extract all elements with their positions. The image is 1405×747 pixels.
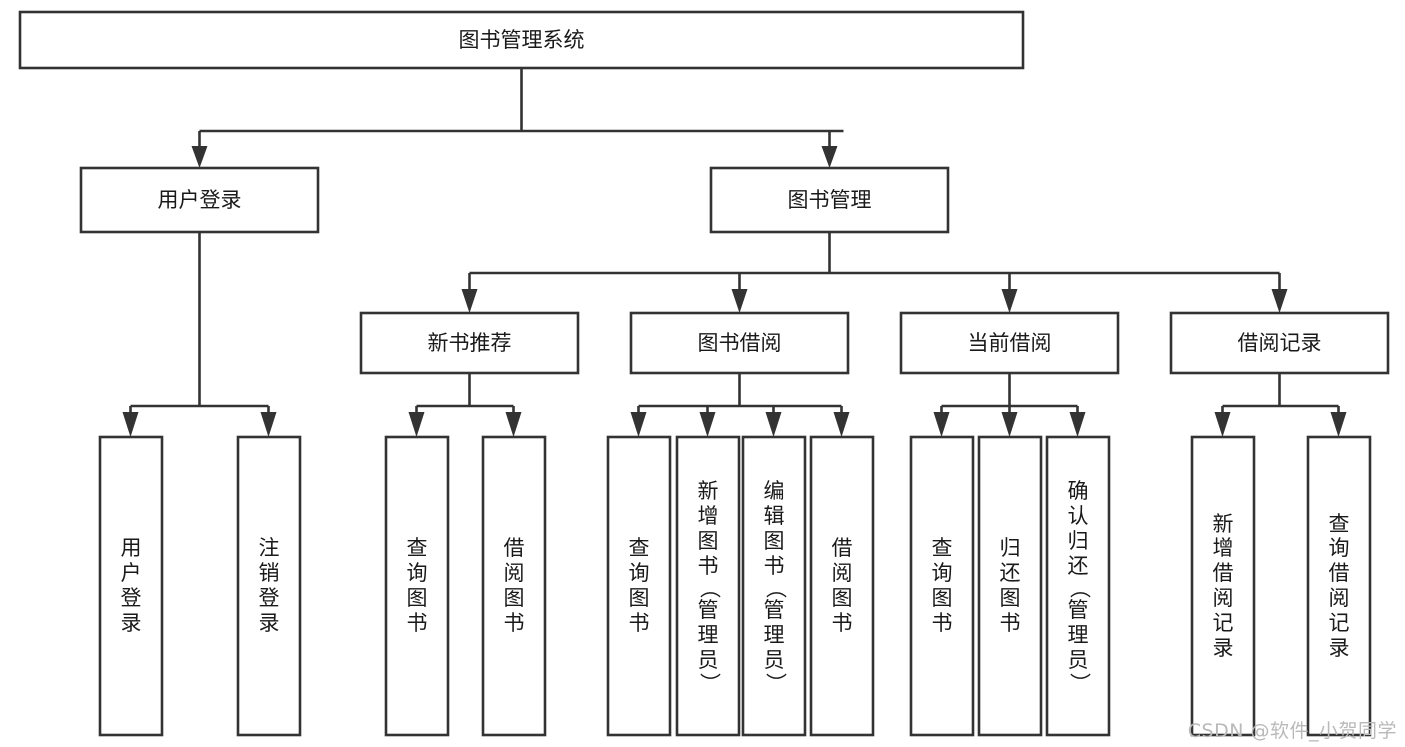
node-current-borrow-label: 当前借阅 [968, 331, 1052, 355]
arrowhead-book-manage [821, 146, 838, 168]
node-borrow-record[interactable] [1169, 311, 1390, 375]
arrowhead-leaf-confirm-return [1069, 412, 1086, 437]
arrowhead-leaf-logout [260, 412, 277, 437]
node-user-login-label: 用户登录 [158, 188, 242, 212]
arrowhead-leaf-query-book-3 [933, 412, 950, 437]
node-leaf-query-book-3[interactable] [909, 435, 975, 737]
connector-group-borrow-record [1214, 373, 1347, 437]
node-leaf-add-book[interactable] [675, 435, 741, 737]
arrowhead-leaf-user-login [122, 412, 139, 437]
node-leaf-return-book[interactable] [977, 435, 1043, 737]
node-book-borrow-label: 图书借阅 [698, 331, 782, 355]
connector-group-root [191, 68, 844, 168]
node-leaf-query-book-1[interactable] [384, 435, 450, 737]
connector-group-new-book-rec [408, 373, 522, 437]
node-leaf-borrow-book-2[interactable] [809, 435, 875, 737]
node-leaf-borrow-book-1[interactable] [481, 435, 547, 737]
connector-group-user-login [122, 232, 277, 437]
arrowhead-leaf-borrow-book-2 [833, 412, 850, 437]
arrowhead-new-book-rec [461, 289, 478, 313]
arrowhead-borrow-record [1271, 289, 1288, 313]
node-new-book-rec-label: 新书推荐 [428, 331, 512, 355]
node-leaf-edit-book[interactable] [741, 435, 807, 737]
arrowhead-book-borrow [731, 289, 748, 313]
node-book-borrow[interactable] [629, 311, 850, 375]
watermark-text: CSDN @软件_小贺同学 [1187, 720, 1397, 742]
node-leaf-confirm-return[interactable] [1045, 435, 1111, 737]
arrowhead-leaf-borrow-book-1 [505, 412, 522, 437]
node-new-book-rec[interactable] [359, 311, 580, 375]
node-leaf-add-record[interactable] [1190, 435, 1256, 737]
node-book-manage[interactable] [709, 166, 950, 234]
connector-group-current-borrow [933, 373, 1086, 437]
node-root[interactable] [18, 10, 1025, 70]
arrowhead-leaf-query-book-2 [630, 412, 647, 437]
connector-group-book-manage [461, 232, 1288, 313]
node-borrow-record-label: 借阅记录 [1238, 331, 1322, 355]
node-book-manage-label: 图书管理 [788, 188, 872, 212]
arrowhead-user-login [191, 146, 208, 168]
arrowhead-leaf-edit-book [765, 412, 782, 437]
node-user-login[interactable] [79, 166, 320, 234]
node-leaf-logout[interactable] [236, 435, 302, 737]
node-leaf-query-book-2[interactable] [606, 435, 672, 737]
arrowhead-leaf-add-record [1214, 412, 1231, 437]
node-current-borrow[interactable] [899, 311, 1120, 375]
arrowhead-leaf-add-book [699, 412, 716, 437]
connector-group-book-borrow [630, 373, 850, 437]
arrowhead-current-borrow [1001, 289, 1018, 313]
arrowhead-leaf-return-book [1001, 412, 1018, 437]
arrowhead-leaf-query-record [1330, 412, 1347, 437]
node-leaf-query-record[interactable] [1306, 435, 1372, 737]
node-root-label: 图书管理系统 [459, 28, 585, 52]
arrowhead-leaf-query-book-1 [408, 412, 425, 437]
node-leaf-user-login[interactable] [98, 435, 164, 737]
